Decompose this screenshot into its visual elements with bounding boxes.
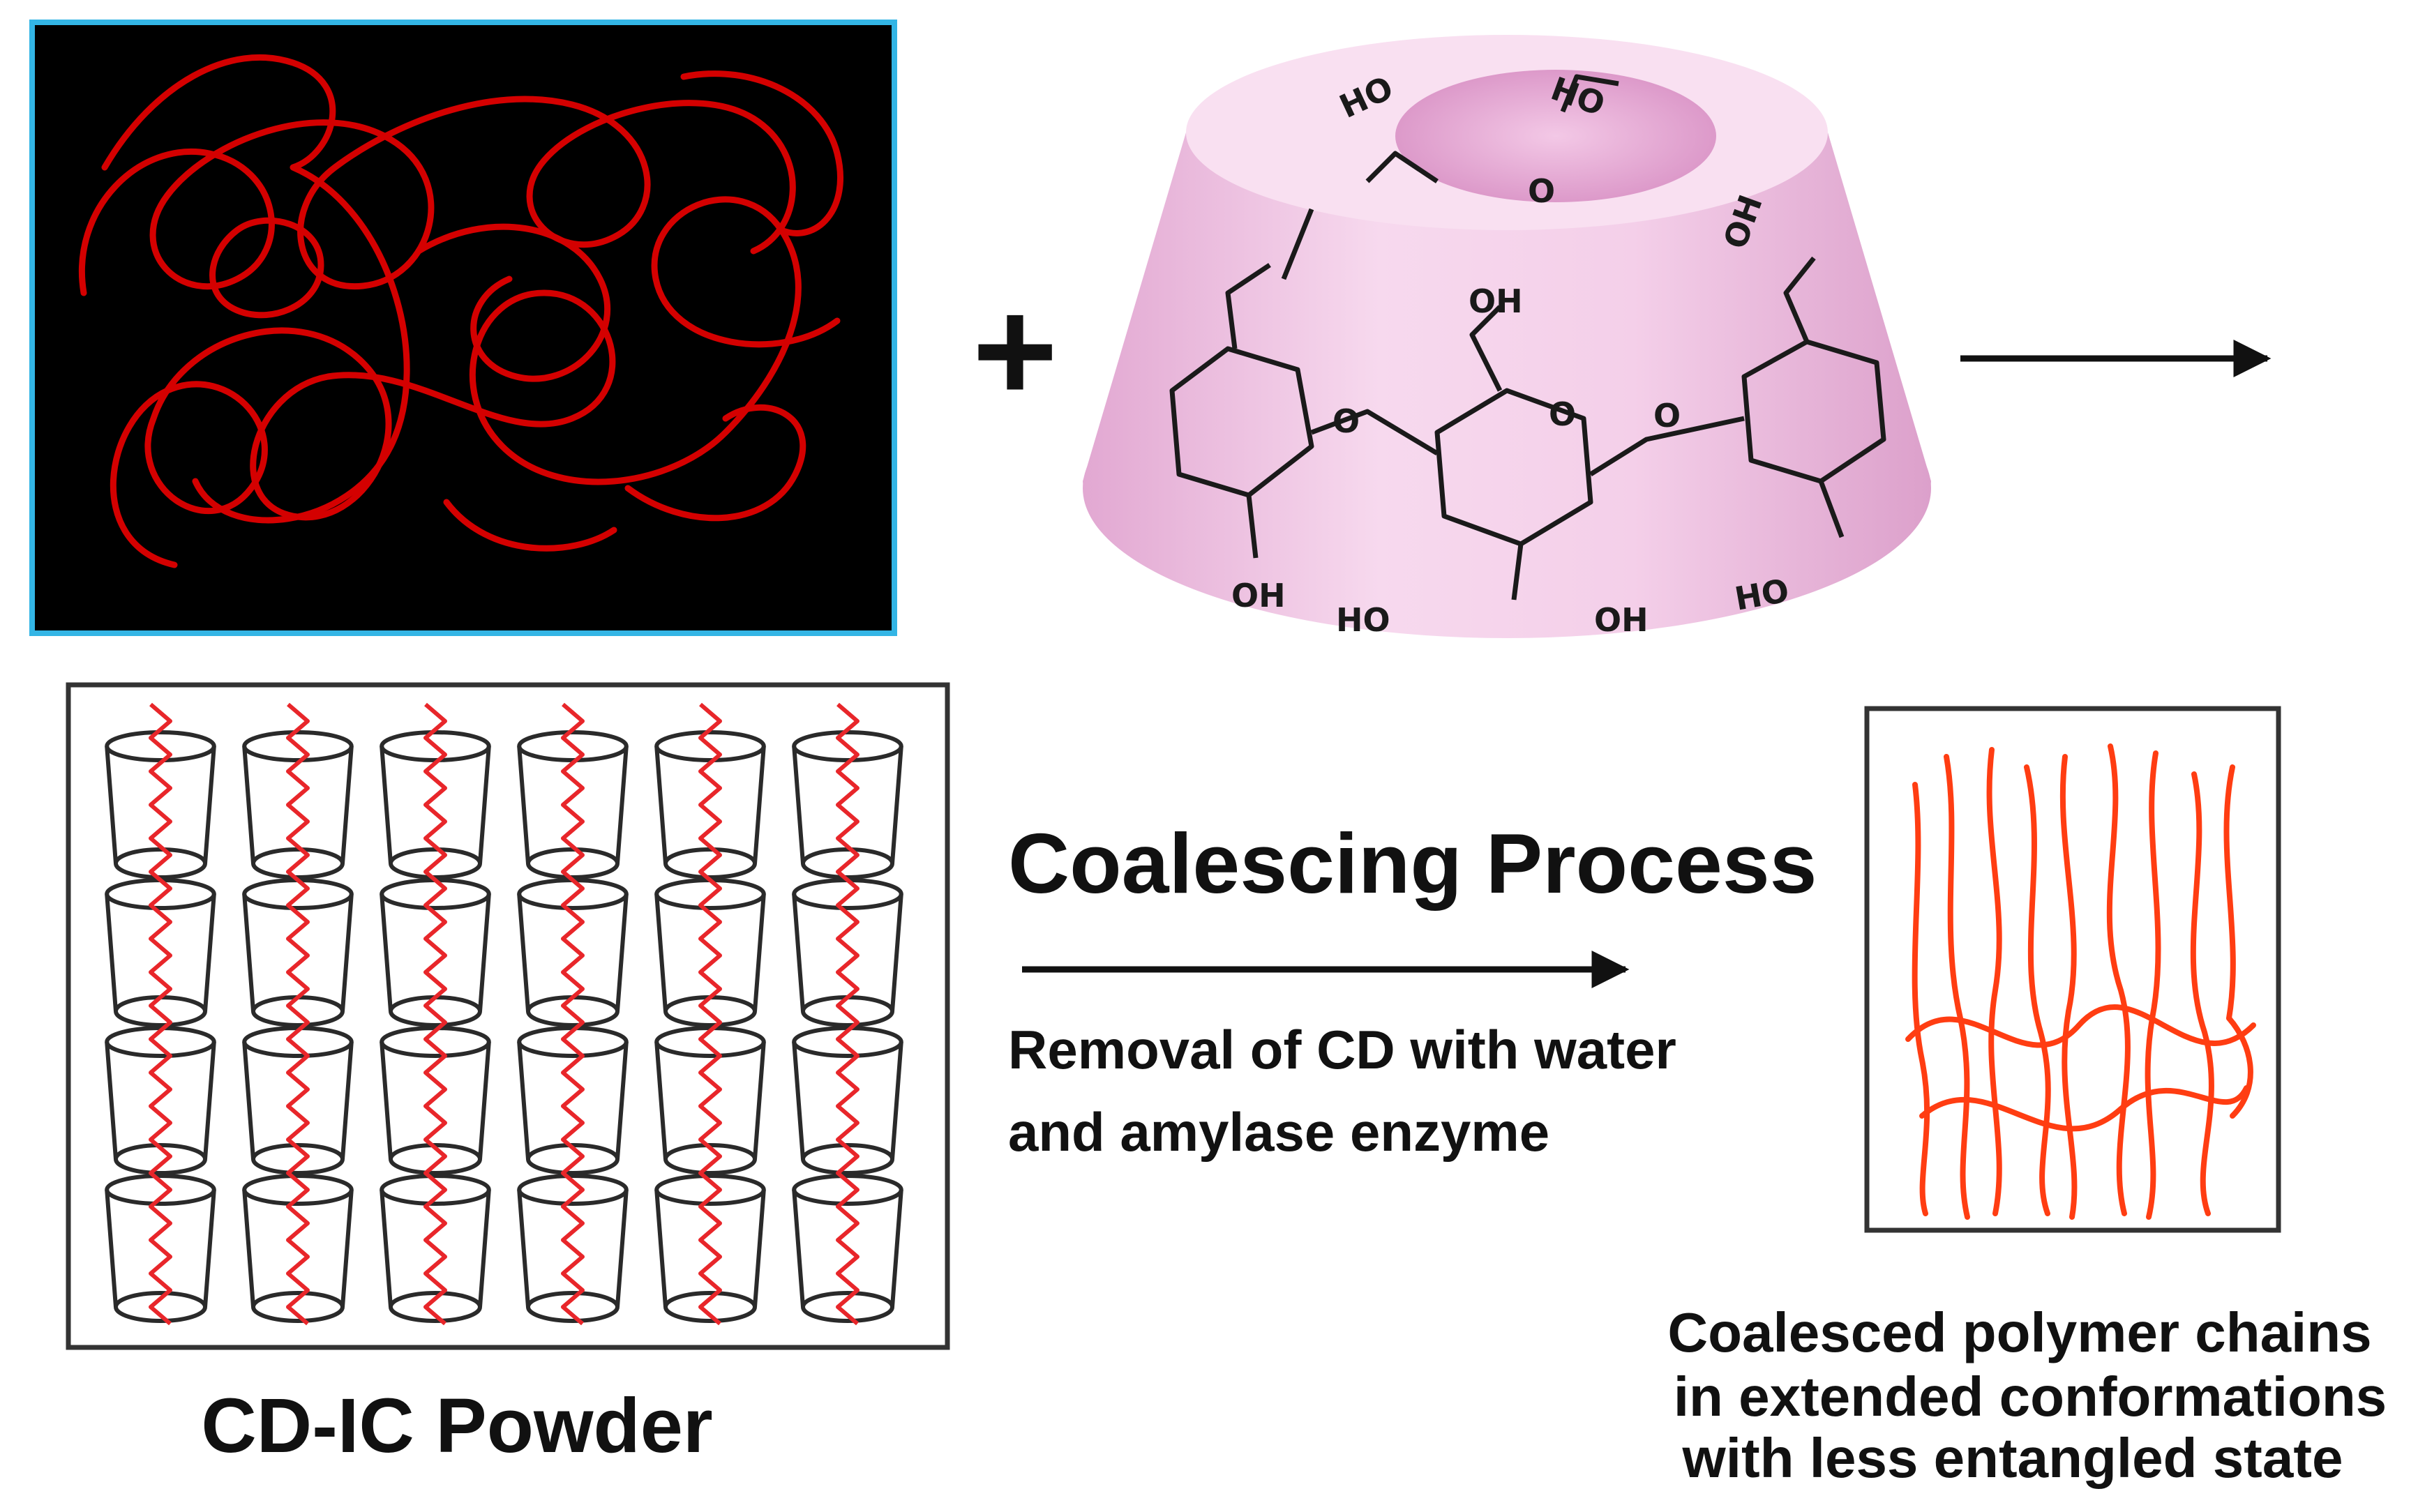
inclusion-complex-grid [105, 702, 903, 1326]
cd-label: HO [1336, 601, 1390, 639]
result-line-3: with less entangled state [1682, 1427, 2343, 1489]
cyclodextrin-unit [105, 1026, 216, 1175]
plus-sign: + [973, 269, 1058, 432]
cd-label: HO [1732, 571, 1792, 618]
threaded-polymer-chain [698, 702, 722, 1326]
cyclodextrin-unit [380, 730, 491, 879]
cyclodextrin-unit [654, 1174, 766, 1323]
cyclodextrin-unit [792, 730, 903, 879]
cyclodextrin-unit [380, 1174, 491, 1323]
cyclodextrin-unit [517, 730, 629, 879]
cyclodextrin-unit [517, 1174, 629, 1323]
cyclodextrin-unit [242, 1174, 354, 1323]
cyclodextrin-unit [242, 1026, 354, 1175]
cyclodextrin-unit [105, 730, 216, 879]
cyclodextrin-unit [792, 1174, 903, 1323]
threaded-polymer-chain [149, 702, 172, 1326]
extended-chains-panel [1864, 706, 2281, 1233]
cd-bottom-rim [1083, 338, 1931, 638]
process-line-2: and amylase enzyme [1008, 1101, 1549, 1163]
cyclodextrin-unit [654, 730, 766, 879]
cyclodextrin-unit [792, 1026, 903, 1175]
cd-label: OH [1469, 282, 1523, 320]
cyclodextrin-unit [517, 1026, 629, 1175]
result-line-1: Coalesced polymer chains [1667, 1301, 2371, 1363]
cyclodextrin-unit [105, 1174, 216, 1323]
cd-label: O [1332, 402, 1360, 440]
powder-label: CD-IC Powder [201, 1383, 712, 1469]
cd-label: OH [1231, 577, 1286, 614]
threaded-polymer-chain [286, 702, 310, 1326]
random-coil-panel [29, 20, 897, 636]
threaded-polymer-chain [423, 702, 447, 1326]
process-title: Coalescing Process [1008, 816, 1817, 911]
result-line-2: in extended conformations [1674, 1366, 2387, 1428]
threaded-polymer-chain [836, 702, 859, 1326]
coil-panel-background [29, 20, 897, 636]
cyclodextrin-unit [380, 1026, 491, 1175]
cd-label: O [1528, 172, 1555, 210]
powder-panel-frame [66, 682, 950, 1350]
cd-label: O [1653, 397, 1681, 434]
cyclodextrin-unit [380, 878, 491, 1027]
glucose-rings [1169, 74, 1886, 600]
process-line-1: Removal of CD with water [1008, 1019, 1676, 1080]
cd-label: O [1549, 395, 1576, 433]
cd-cavity [1395, 70, 1716, 202]
cd-label: OH [1594, 601, 1649, 639]
cyclodextrin-cone: HO HO OH OH O O O O OH HO OH HO [1083, 35, 1931, 639]
extended-polymer-chains [1905, 743, 2256, 1220]
threaded-polymer-chain [561, 702, 585, 1326]
polymer-coil [78, 54, 843, 568]
cd-ic-powder-panel [66, 682, 950, 1350]
cyclodextrin-unit [654, 1026, 766, 1175]
cyclodextrin-unit [242, 730, 354, 879]
